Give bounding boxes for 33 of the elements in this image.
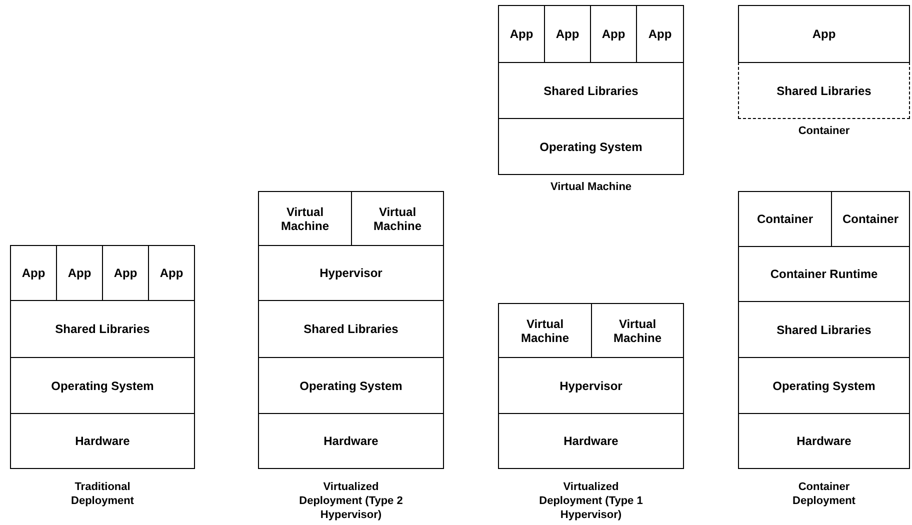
layer-box: Container bbox=[831, 191, 910, 247]
layer-box: Operating System bbox=[10, 357, 195, 414]
layer-box: App bbox=[10, 245, 57, 301]
layer-box: App bbox=[498, 5, 545, 63]
layer-box: App bbox=[148, 245, 195, 301]
layer-box: Virtual Machine bbox=[498, 303, 592, 358]
layer-box: Virtual Machine bbox=[258, 191, 352, 246]
layer-box: Shared Libraries bbox=[738, 62, 910, 119]
stack-caption: Virtual Machine bbox=[549, 180, 633, 194]
layer-box: Hardware bbox=[258, 413, 444, 469]
layer-box: Shared Libraries bbox=[10, 300, 195, 358]
layer-box: Operating System bbox=[738, 357, 910, 414]
layer-box: Operating System bbox=[498, 118, 684, 175]
layer-box: Container Runtime bbox=[738, 246, 910, 302]
layer-box: Operating System bbox=[258, 357, 444, 414]
layer-box: Container bbox=[738, 191, 832, 247]
layer-box: Shared Libraries bbox=[258, 300, 444, 358]
layer-box: Shared Libraries bbox=[498, 62, 684, 119]
layer-box: Hypervisor bbox=[258, 245, 444, 301]
stack-caption: Container Deployment bbox=[792, 480, 856, 508]
layer-box: Hardware bbox=[498, 413, 684, 469]
layer-box: Virtual Machine bbox=[351, 191, 444, 246]
stack-caption: Virtualized Deployment (Type 2 Hypervisor) bbox=[298, 480, 404, 522]
layer-box: Virtual Machine bbox=[591, 303, 684, 358]
stack-caption: Container bbox=[797, 124, 851, 138]
layer-box: App bbox=[636, 5, 684, 63]
stack-caption: Traditional Deployment bbox=[70, 480, 135, 508]
stack-caption: Virtualized Deployment (Type 1 Hypervisor) bbox=[538, 480, 644, 522]
layer-box: Hardware bbox=[10, 413, 195, 469]
layer-box: Hypervisor bbox=[498, 357, 684, 414]
layer-box: App bbox=[738, 5, 910, 63]
layer-box: Hardware bbox=[738, 413, 910, 469]
layer-box: Shared Libraries bbox=[738, 301, 910, 358]
